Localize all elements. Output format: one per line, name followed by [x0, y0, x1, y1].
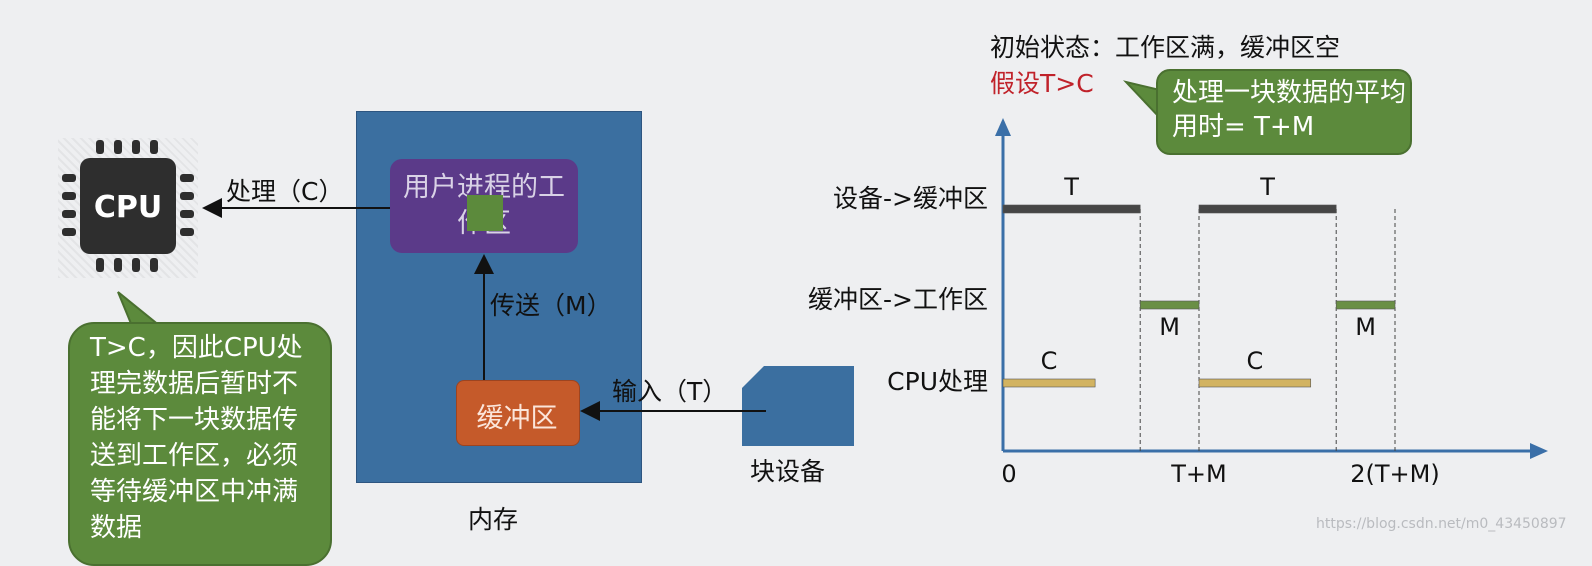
- segment-label: M: [1355, 313, 1376, 341]
- watermark-url: https://blog.csdn.net/m0_43450897: [1316, 516, 1567, 532]
- cpu-pin: [62, 174, 76, 182]
- segment-label: T: [1063, 173, 1079, 201]
- y-axis-arrowhead: [995, 118, 1011, 136]
- x-tick-label: T+M: [1170, 460, 1226, 488]
- block-device-shape: [742, 366, 854, 446]
- timing-segment: [1139, 300, 1200, 310]
- timing-segment: [1002, 204, 1141, 214]
- x-axis-arrowhead: [1530, 443, 1548, 459]
- x-tick-label: 0: [1001, 460, 1016, 488]
- row-label: 设备->缓冲区: [833, 184, 988, 213]
- input-label: 输入（T）: [612, 377, 728, 406]
- cpu-pin: [150, 140, 158, 154]
- timing-segment: [1198, 378, 1312, 388]
- segment-label: C: [1041, 347, 1058, 375]
- memory-label: 内存: [468, 505, 519, 534]
- x-tick-label: 2(T+M): [1350, 460, 1439, 488]
- callout-right-text: 处理一块数据的平均用时= T+M: [1172, 78, 1407, 142]
- cpu-pin: [62, 210, 76, 218]
- callout-left-text: T>C，因此CPU处理完数据后暂时不能将下一块数据传送到工作区，必须等待缓冲区中…: [90, 333, 303, 543]
- timing-segment: [1198, 204, 1337, 214]
- cpu-pin: [180, 192, 194, 200]
- cpu-pin: [114, 140, 122, 154]
- cpu-chip-label: CPU: [93, 190, 163, 225]
- cpu-pin: [180, 174, 194, 182]
- segment-label: M: [1159, 313, 1180, 341]
- cpu-pin: [62, 228, 76, 236]
- callout-right: [1156, 69, 1412, 155]
- cpu-chip: [80, 158, 176, 254]
- cpu-pin: [150, 258, 158, 272]
- transfer-label: 传送（M）: [490, 291, 612, 320]
- cpu-pin: [96, 258, 104, 272]
- buffer-label: 缓冲区: [476, 403, 558, 434]
- cpu-pin: [132, 140, 140, 154]
- cpu-pin: [96, 140, 104, 154]
- row-label: 缓冲区->工作区: [808, 285, 988, 314]
- buffer-box: [456, 380, 580, 446]
- cpu-pin: [180, 228, 194, 236]
- timing-segment: [1335, 300, 1396, 310]
- callout-left: [68, 322, 332, 566]
- block-device-label: 块设备: [750, 457, 826, 486]
- process-label: 处理（C）: [226, 177, 344, 206]
- segment-label: T: [1259, 173, 1275, 201]
- data-block-square: [467, 195, 503, 231]
- timing-segment: [1002, 378, 1096, 388]
- cpu-pin: [132, 258, 140, 272]
- cpu-pin: [114, 258, 122, 272]
- initial-state-text: 初始状态：工作区满，缓冲区空: [990, 33, 1341, 62]
- flow-arrows: [117, 80, 1161, 421]
- cpu-pin: [180, 210, 194, 218]
- segment-label: C: [1246, 347, 1263, 375]
- row-label: CPU处理: [887, 367, 988, 396]
- assumption-text: 假设T>C: [990, 69, 1094, 98]
- cpu-pin: [62, 192, 76, 200]
